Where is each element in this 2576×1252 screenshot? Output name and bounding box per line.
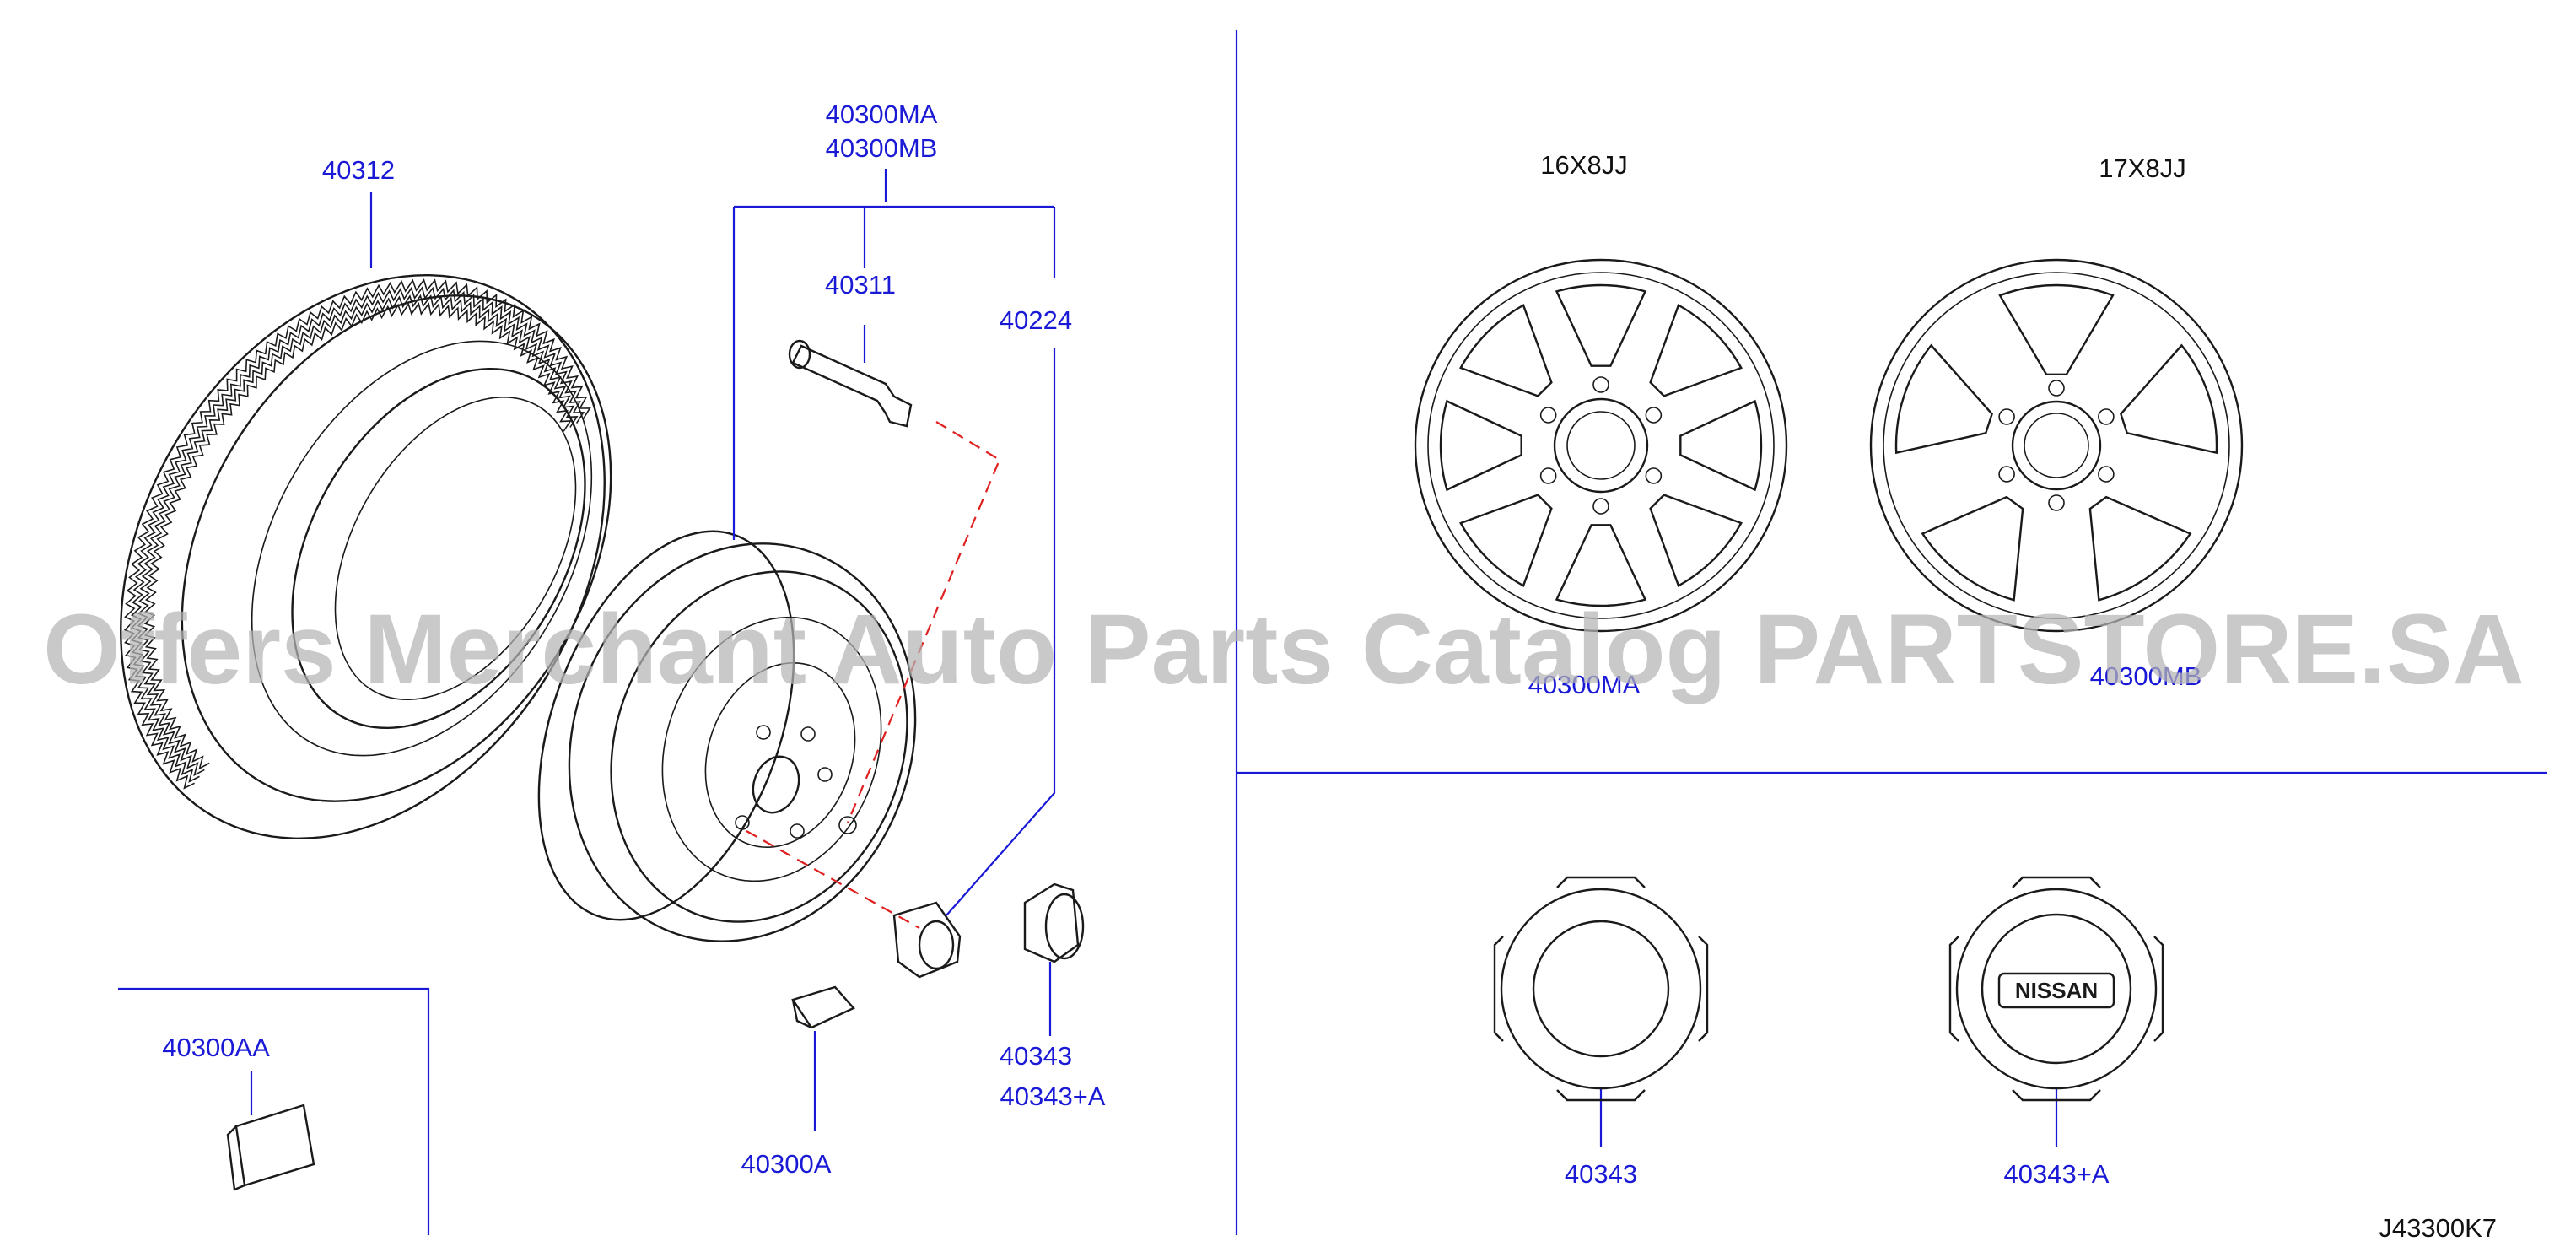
alloy-wheel-17-illustration[interactable] [1869, 258, 2244, 633]
callout-ornament-logo[interactable]: 40343+A [2004, 1159, 2110, 1189]
callout-wheel-assembly-a[interactable]: 40300MA [826, 100, 938, 129]
assembly-guide-lines [746, 421, 1001, 929]
section-dividers [118, 30, 2547, 1235]
callout-valve[interactable]: 40311 [825, 270, 896, 300]
callout-wheel-assembly-b[interactable]: 40300MB [826, 133, 938, 163]
wheel-ornament-logo-illustration[interactable]: NISSAN [1948, 876, 2164, 1102]
center-cap-small-illustration[interactable] [1023, 882, 1085, 963]
valve-stem-illustration[interactable] [788, 339, 913, 428]
tire-illustration[interactable] [23, 188, 702, 926]
callout-tire[interactable]: 40312 [322, 155, 395, 185]
callout-cap-a[interactable]: 40343 [1000, 1041, 1072, 1071]
steel-wheel-illustration[interactable] [490, 494, 970, 990]
callout-wheel-16[interactable]: 40300MA [1528, 670, 1641, 699]
balance-weight-illustration[interactable] [791, 985, 855, 1029]
watermark-text: Offers Merchant Auto Parts Catalog PARTS… [43, 594, 2525, 705]
diagram-code: J43300K7 [2379, 1213, 2497, 1243]
callout-wheel-17[interactable]: 40300MB [2090, 661, 2202, 691]
callout-weight-pack[interactable]: 40300AA [162, 1033, 270, 1062]
callout-ornament-plain[interactable]: 40343 [1565, 1159, 1637, 1189]
wheel-ornament-plain-illustration[interactable] [1493, 876, 1709, 1102]
callout-nut[interactable]: 40224 [1000, 305, 1072, 335]
nissan-logo-text: NISSAN [2015, 978, 2098, 1003]
weight-pack-illustration[interactable] [226, 1104, 315, 1191]
size-label-16: 16X8JJ [1540, 150, 1627, 180]
callout-balance-weight[interactable]: 40300A [741, 1149, 832, 1179]
size-label-17: 17X8JJ [2099, 154, 2185, 183]
callout-cap-b[interactable]: 40343+A [1000, 1082, 1106, 1111]
alloy-wheel-16-illustration[interactable] [1414, 258, 1788, 633]
lug-nut-illustration[interactable] [892, 901, 962, 979]
callout-leaders [250, 169, 2058, 1147]
